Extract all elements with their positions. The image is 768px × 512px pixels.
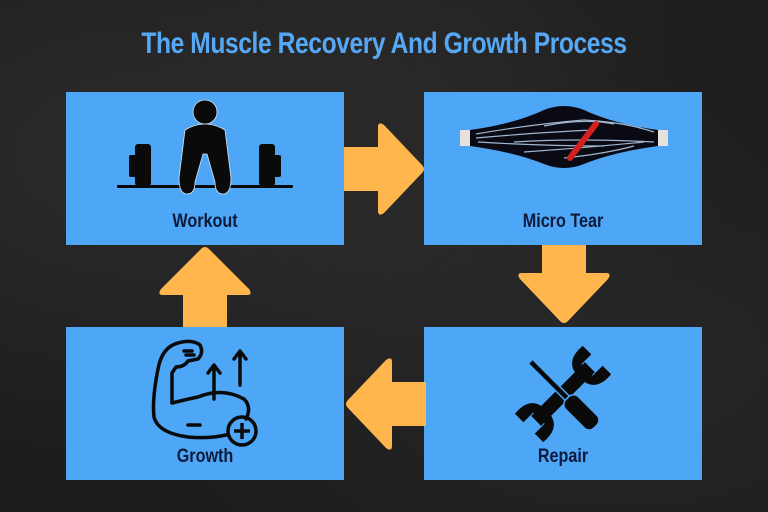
step-growth: Growth [66,327,344,480]
step-workout: Workout [66,92,344,245]
arrow-down-icon [518,245,610,323]
wrench-screwdriver-icon [514,345,612,443]
arrow-up-icon [159,247,251,327]
flexed-arm-growth-icon [151,339,258,447]
torn-muscle-icon [460,106,668,168]
step-label: Repair [537,446,589,467]
step-label: Growth [176,446,234,467]
step-label: Micro Tear [522,211,604,232]
step-label: Workout [172,211,238,232]
step-micro-tear: Micro Tear [424,92,702,245]
diagram-title: The Muscle Recovery And Growth Process [141,27,627,60]
arrow-left-icon [346,358,426,450]
step-repair: Repair [424,327,702,480]
weightlifter-icon [117,99,293,195]
arrow-right-icon [344,123,424,215]
